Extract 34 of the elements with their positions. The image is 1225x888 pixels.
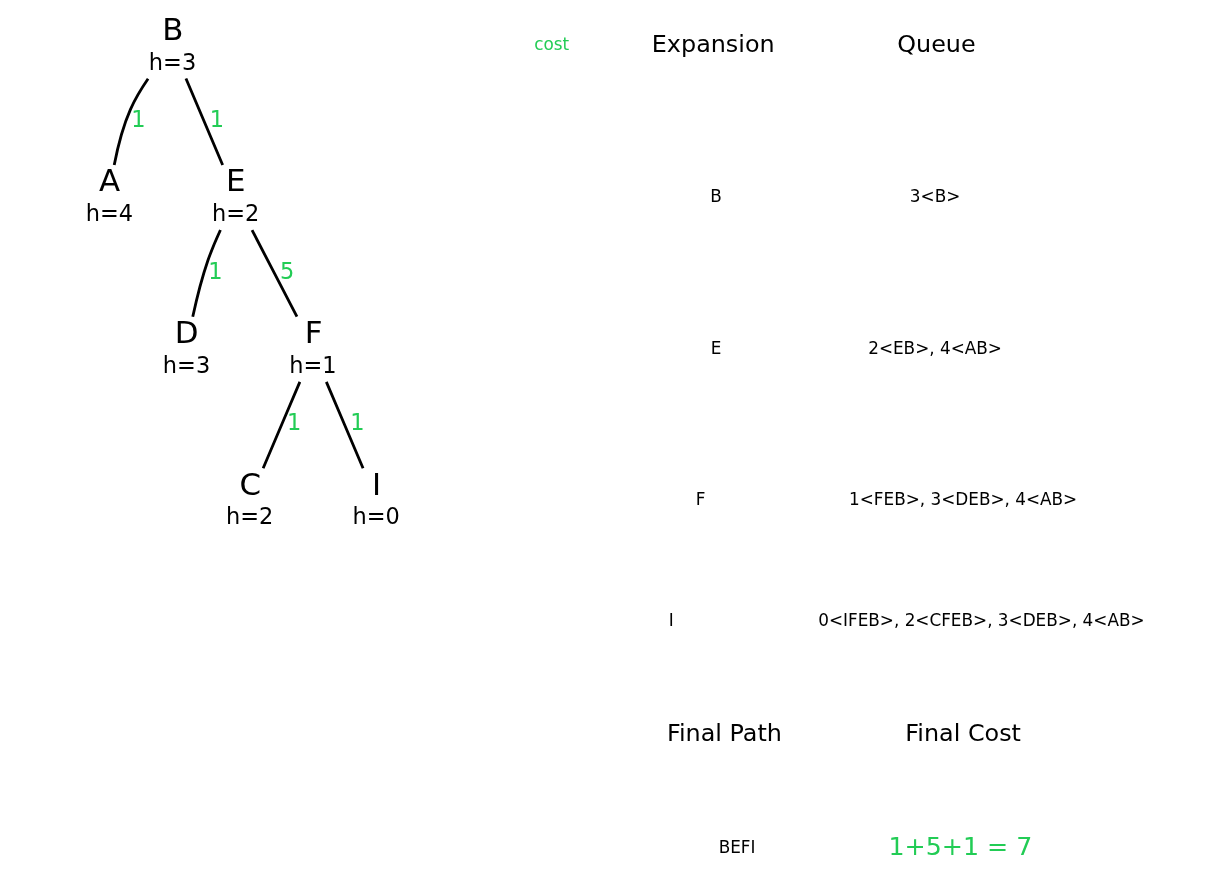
label: F: [695, 489, 706, 510]
connector: [184, 78, 224, 166]
connector: [325, 381, 365, 469]
node-text: B h=3: [148, 10, 197, 75]
label: Queue: [897, 29, 976, 58]
connector: [250, 229, 299, 318]
label: 0<IFEB>, 2<CFEB>, 3<DEB>, 4<AB>: [818, 609, 1145, 630]
node-text: F h=1: [289, 314, 337, 378]
node-text: A h=4: [85, 162, 133, 227]
edge-label: 5: [279, 257, 295, 284]
edge-label: 1: [350, 409, 365, 436]
label: E: [710, 337, 722, 358]
label: I: [668, 609, 674, 630]
edge-label: 1: [209, 106, 225, 133]
label: 1+5+1 = 7: [888, 832, 1033, 862]
node-text: I h=0: [352, 465, 400, 530]
edge-label: 1: [287, 409, 302, 436]
connector: [191, 229, 222, 318]
edge-label: 1: [208, 257, 223, 284]
node-text: E h=2: [212, 162, 260, 227]
label: 2<EB>, 4<AB>: [868, 337, 1002, 358]
label: Final Cost: [905, 719, 1021, 748]
node-text: C h=2: [226, 465, 274, 530]
label: BEFI: [718, 837, 756, 858]
connector: [112, 78, 150, 166]
label: Expansion: [651, 29, 775, 58]
edge-label: 1: [131, 106, 146, 133]
label: 3<B>: [909, 185, 961, 206]
label: Final Path: [666, 719, 782, 748]
connector: [261, 381, 302, 469]
label: cost: [534, 34, 570, 55]
label: B: [710, 185, 722, 206]
node-text: D h=3: [162, 314, 211, 378]
label: 1<FEB>, 3<DEB>, 4<AB>: [849, 489, 1078, 510]
